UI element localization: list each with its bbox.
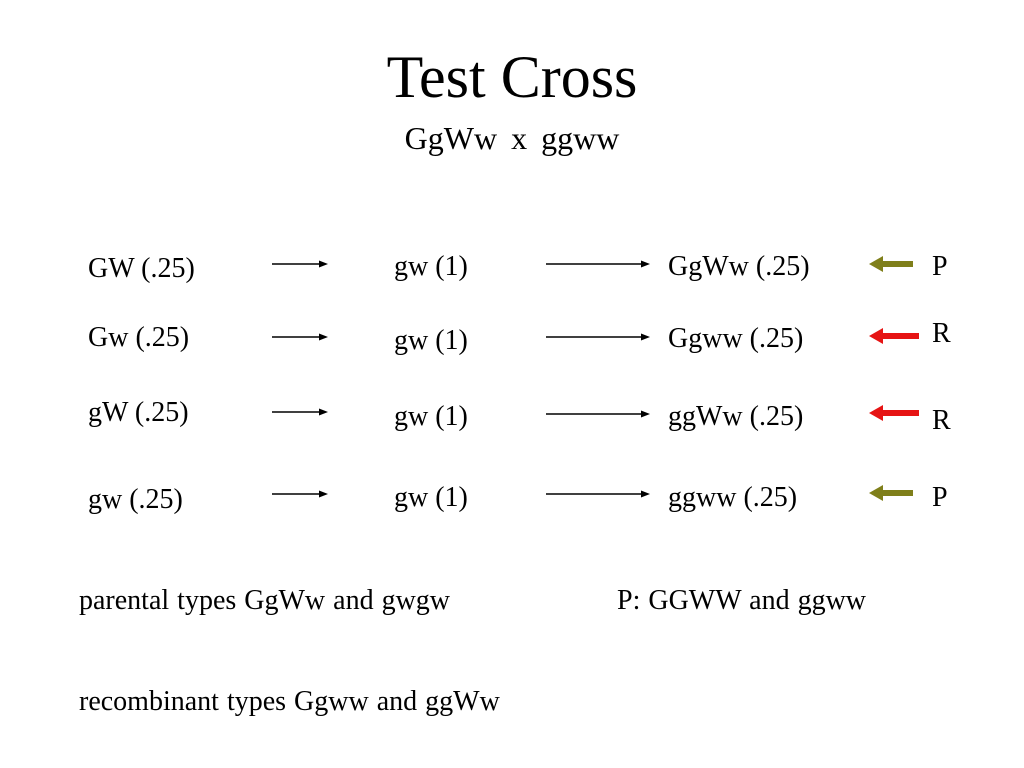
arrow-right-icon — [546, 260, 650, 268]
parental-arrow-icon — [869, 256, 913, 272]
offspring-label: ggWw (.25) — [668, 401, 804, 432]
recombinant-arrow-icon — [869, 328, 919, 344]
arrow-right-icon — [546, 410, 650, 418]
gamete-label: GW (.25) — [88, 253, 195, 284]
arrow-right-icon — [272, 333, 328, 341]
arrow-right-icon — [272, 260, 328, 268]
arrow-right-icon — [546, 490, 650, 498]
recombinant-types-note: recombinant types Ggww and ggWw — [79, 686, 500, 717]
offspring-label: ggww (.25) — [668, 482, 798, 513]
arrow-right-icon — [272, 408, 328, 416]
partner-gamete-label: gw (1) — [394, 251, 468, 282]
arrow-right-icon — [272, 490, 328, 498]
gamete-label: gw (.25) — [88, 484, 183, 515]
p-genotypes-note: P: GGWW and ggww — [617, 585, 867, 616]
arrow-right-icon — [546, 333, 650, 341]
offspring-label: Ggww (.25) — [668, 323, 804, 354]
recombinant-arrow-icon — [869, 405, 919, 421]
type-label: R — [932, 405, 951, 436]
parental-arrow-icon — [869, 485, 913, 501]
partner-gamete-label: gw (1) — [394, 401, 468, 432]
type-label: P — [932, 251, 948, 282]
slide-title: Test Cross — [386, 44, 638, 110]
partner-gamete-label: gw (1) — [394, 482, 468, 513]
gamete-label: gW (.25) — [88, 397, 189, 428]
offspring-label: GgWw (.25) — [668, 251, 810, 282]
gamete-label: Gw (.25) — [88, 322, 190, 353]
partner-gamete-label: gw (1) — [394, 325, 468, 356]
parental-types-note: parental types GgWw and gwgw — [79, 585, 451, 616]
type-label: R — [932, 318, 951, 349]
type-label: P — [932, 482, 948, 513]
slide-subtitle: GgWw x ggww — [404, 120, 620, 156]
